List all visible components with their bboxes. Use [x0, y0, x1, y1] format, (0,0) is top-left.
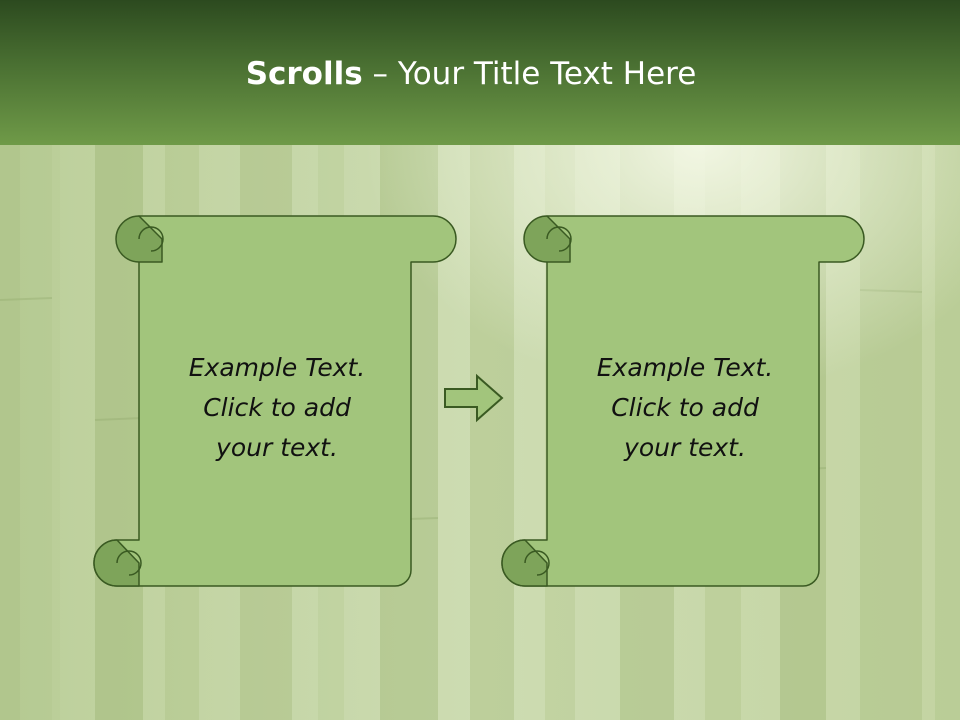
right-arrow-icon: [444, 373, 504, 423]
title-bold-part: Scrolls: [245, 56, 363, 92]
slide-title[interactable]: Scrolls – Your Title Text Here: [0, 54, 942, 94]
scroll-icon: [501, 215, 865, 587]
scroll-text-left[interactable]: Example Text. Click to add your text.: [188, 353, 366, 462]
scroll-card-left[interactable]: Example Text. Click to add your text.: [93, 214, 459, 588]
title-rest-part: – Your Title Text Here: [362, 56, 697, 92]
scroll-card-right[interactable]: Example Text. Click to add your text.: [501, 214, 867, 588]
title-bar: [0, 0, 960, 145]
scroll-icon: [93, 215, 457, 587]
scroll-text-right[interactable]: Example Text. Click to add your text.: [596, 353, 774, 462]
